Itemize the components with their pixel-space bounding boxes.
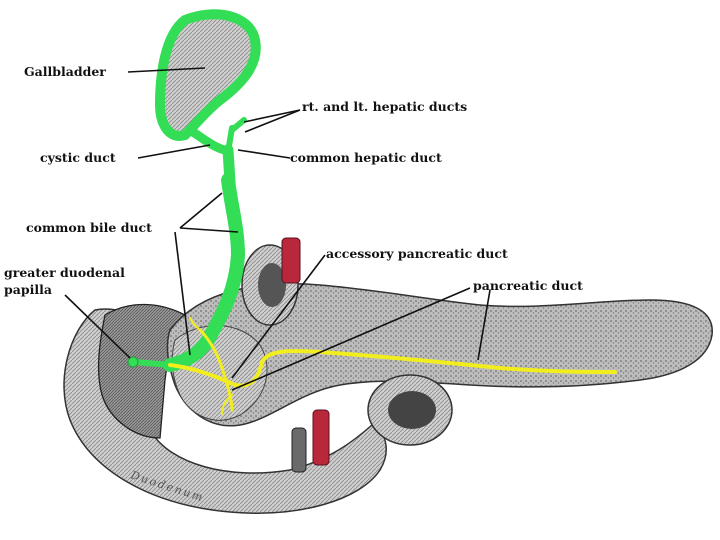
label-accessory-pancreatic-duct: accessory pancreatic duct: [326, 246, 508, 261]
papilla-stub: [135, 362, 170, 365]
bowel-lumen-inner: [388, 391, 436, 429]
label-greater-duodenal: greater duodenal: [4, 265, 125, 280]
hepatic-duct-left: [232, 120, 244, 130]
label-cystic-duct: cystic duct: [40, 150, 116, 165]
leader-hepatic-1: [244, 110, 300, 122]
leader-common-hepatic: [238, 150, 290, 158]
leader-bile-1: [180, 193, 222, 228]
mesenteric-vessel: [313, 410, 329, 465]
mesenteric-vein: [292, 428, 306, 472]
label-papilla: papilla: [4, 282, 52, 297]
label-pancreatic-duct: pancreatic duct: [473, 278, 583, 293]
label-common-hepatic-duct: common hepatic duct: [290, 150, 442, 165]
leader-cystic: [138, 145, 210, 158]
label-gallbladder: Gallbladder: [24, 64, 106, 79]
gallbladder: [160, 14, 256, 136]
portal-vessel-upper: [282, 238, 300, 283]
leader-hepatic-2: [245, 110, 300, 132]
label-common-bile-duct: common bile duct: [26, 220, 152, 235]
label-hepatic-ducts: rt. and lt. hepatic ducts: [302, 99, 467, 114]
